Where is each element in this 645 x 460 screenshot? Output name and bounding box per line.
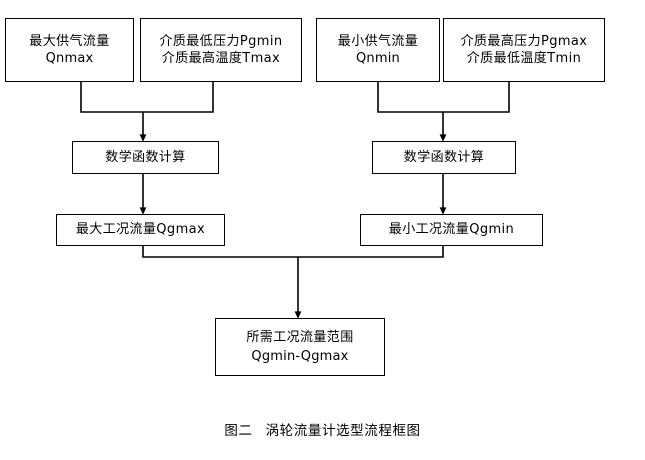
edge-qgmax-to-range bbox=[142, 246, 298, 258]
figure-caption: 图二涡轮流量计选型流程框图 bbox=[0, 419, 645, 439]
figure-caption-title: 涡轮流量计选型流程框图 bbox=[265, 423, 421, 439]
node-min-supply-flow: 最小供气流量 Qnmin bbox=[316, 18, 440, 82]
node-required-flow-range: 所需工况流量范围 Qgmin-Qgmax bbox=[215, 318, 385, 376]
node-max-working-flow-label: 最大工况流量Qgmax bbox=[75, 222, 206, 238]
edge-qgmin-to-range bbox=[298, 246, 444, 258]
node-math-calculation-min-label: 数学函数计算 bbox=[403, 149, 485, 165]
node-math-calculation-max-label: 数学函数计算 bbox=[105, 149, 186, 165]
node-required-flow-range-line2: Qgmin-Qgmax bbox=[251, 349, 349, 364]
node-max-supply-flow-line2: Qnmax bbox=[45, 51, 94, 66]
node-min-pressure-max-temp-line2: 介质最高温度Tmax bbox=[161, 51, 281, 66]
node-min-working-flow-label: 最小工况流量Qgmin bbox=[388, 222, 515, 238]
node-min-working-flow: 最小工况流量Qgmin bbox=[360, 214, 543, 246]
figure-caption-label: 图二 bbox=[224, 423, 253, 439]
node-max-pressure-min-temp-line1: 介质最高压力Pgmax bbox=[460, 33, 588, 49]
edge-pgmin-to-calc bbox=[143, 82, 214, 113]
node-min-pressure-max-temp-line1: 介质最低压力Pgmin bbox=[159, 33, 283, 49]
node-max-pressure-min-temp: 介质最高压力Pgmax 介质最低温度Tmin bbox=[443, 18, 605, 82]
node-max-supply-flow-line1: 最大供气流量 bbox=[29, 33, 110, 49]
node-math-calculation-max: 数学函数计算 bbox=[72, 141, 219, 174]
node-math-calculation-min: 数学函数计算 bbox=[372, 141, 516, 174]
node-min-supply-flow-line1: 最小供气流量 bbox=[337, 33, 419, 49]
node-max-pressure-min-temp-line2: 介质最低温度Tmin bbox=[466, 51, 582, 66]
node-max-supply-flow: 最大供气流量 Qnmax bbox=[5, 18, 134, 82]
edge-qnmin-to-calc bbox=[377, 82, 443, 113]
node-min-supply-flow-line2: Qnmin bbox=[356, 51, 400, 66]
edge-qnmax-to-calc bbox=[80, 82, 143, 113]
node-max-working-flow: 最大工况流量Qgmax bbox=[56, 214, 225, 246]
node-required-flow-range-line1: 所需工况流量范围 bbox=[246, 329, 354, 345]
node-min-pressure-max-temp: 介质最低压力Pgmin 介质最高温度Tmax bbox=[140, 18, 302, 82]
edge-pgmax-to-calc bbox=[443, 82, 510, 113]
